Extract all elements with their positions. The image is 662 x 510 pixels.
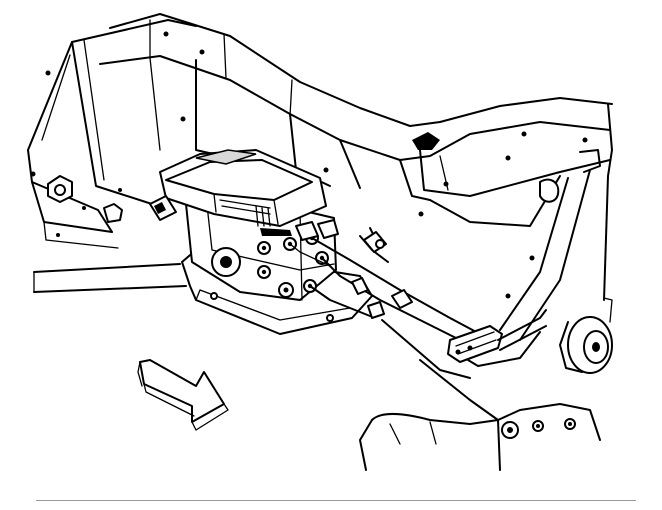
brake-line-clip [447,309,547,363]
abs-modulator-assembly [149,149,373,335]
brake-lines [289,227,481,341]
right-frame-member [418,103,613,374]
left-frame-panel [27,19,197,249]
bottom-rule [36,500,636,501]
lower-left-rail [33,263,187,293]
mounting-bolt-left [47,175,123,223]
lower-bracket [359,319,601,471]
direction-arrow [137,359,229,431]
